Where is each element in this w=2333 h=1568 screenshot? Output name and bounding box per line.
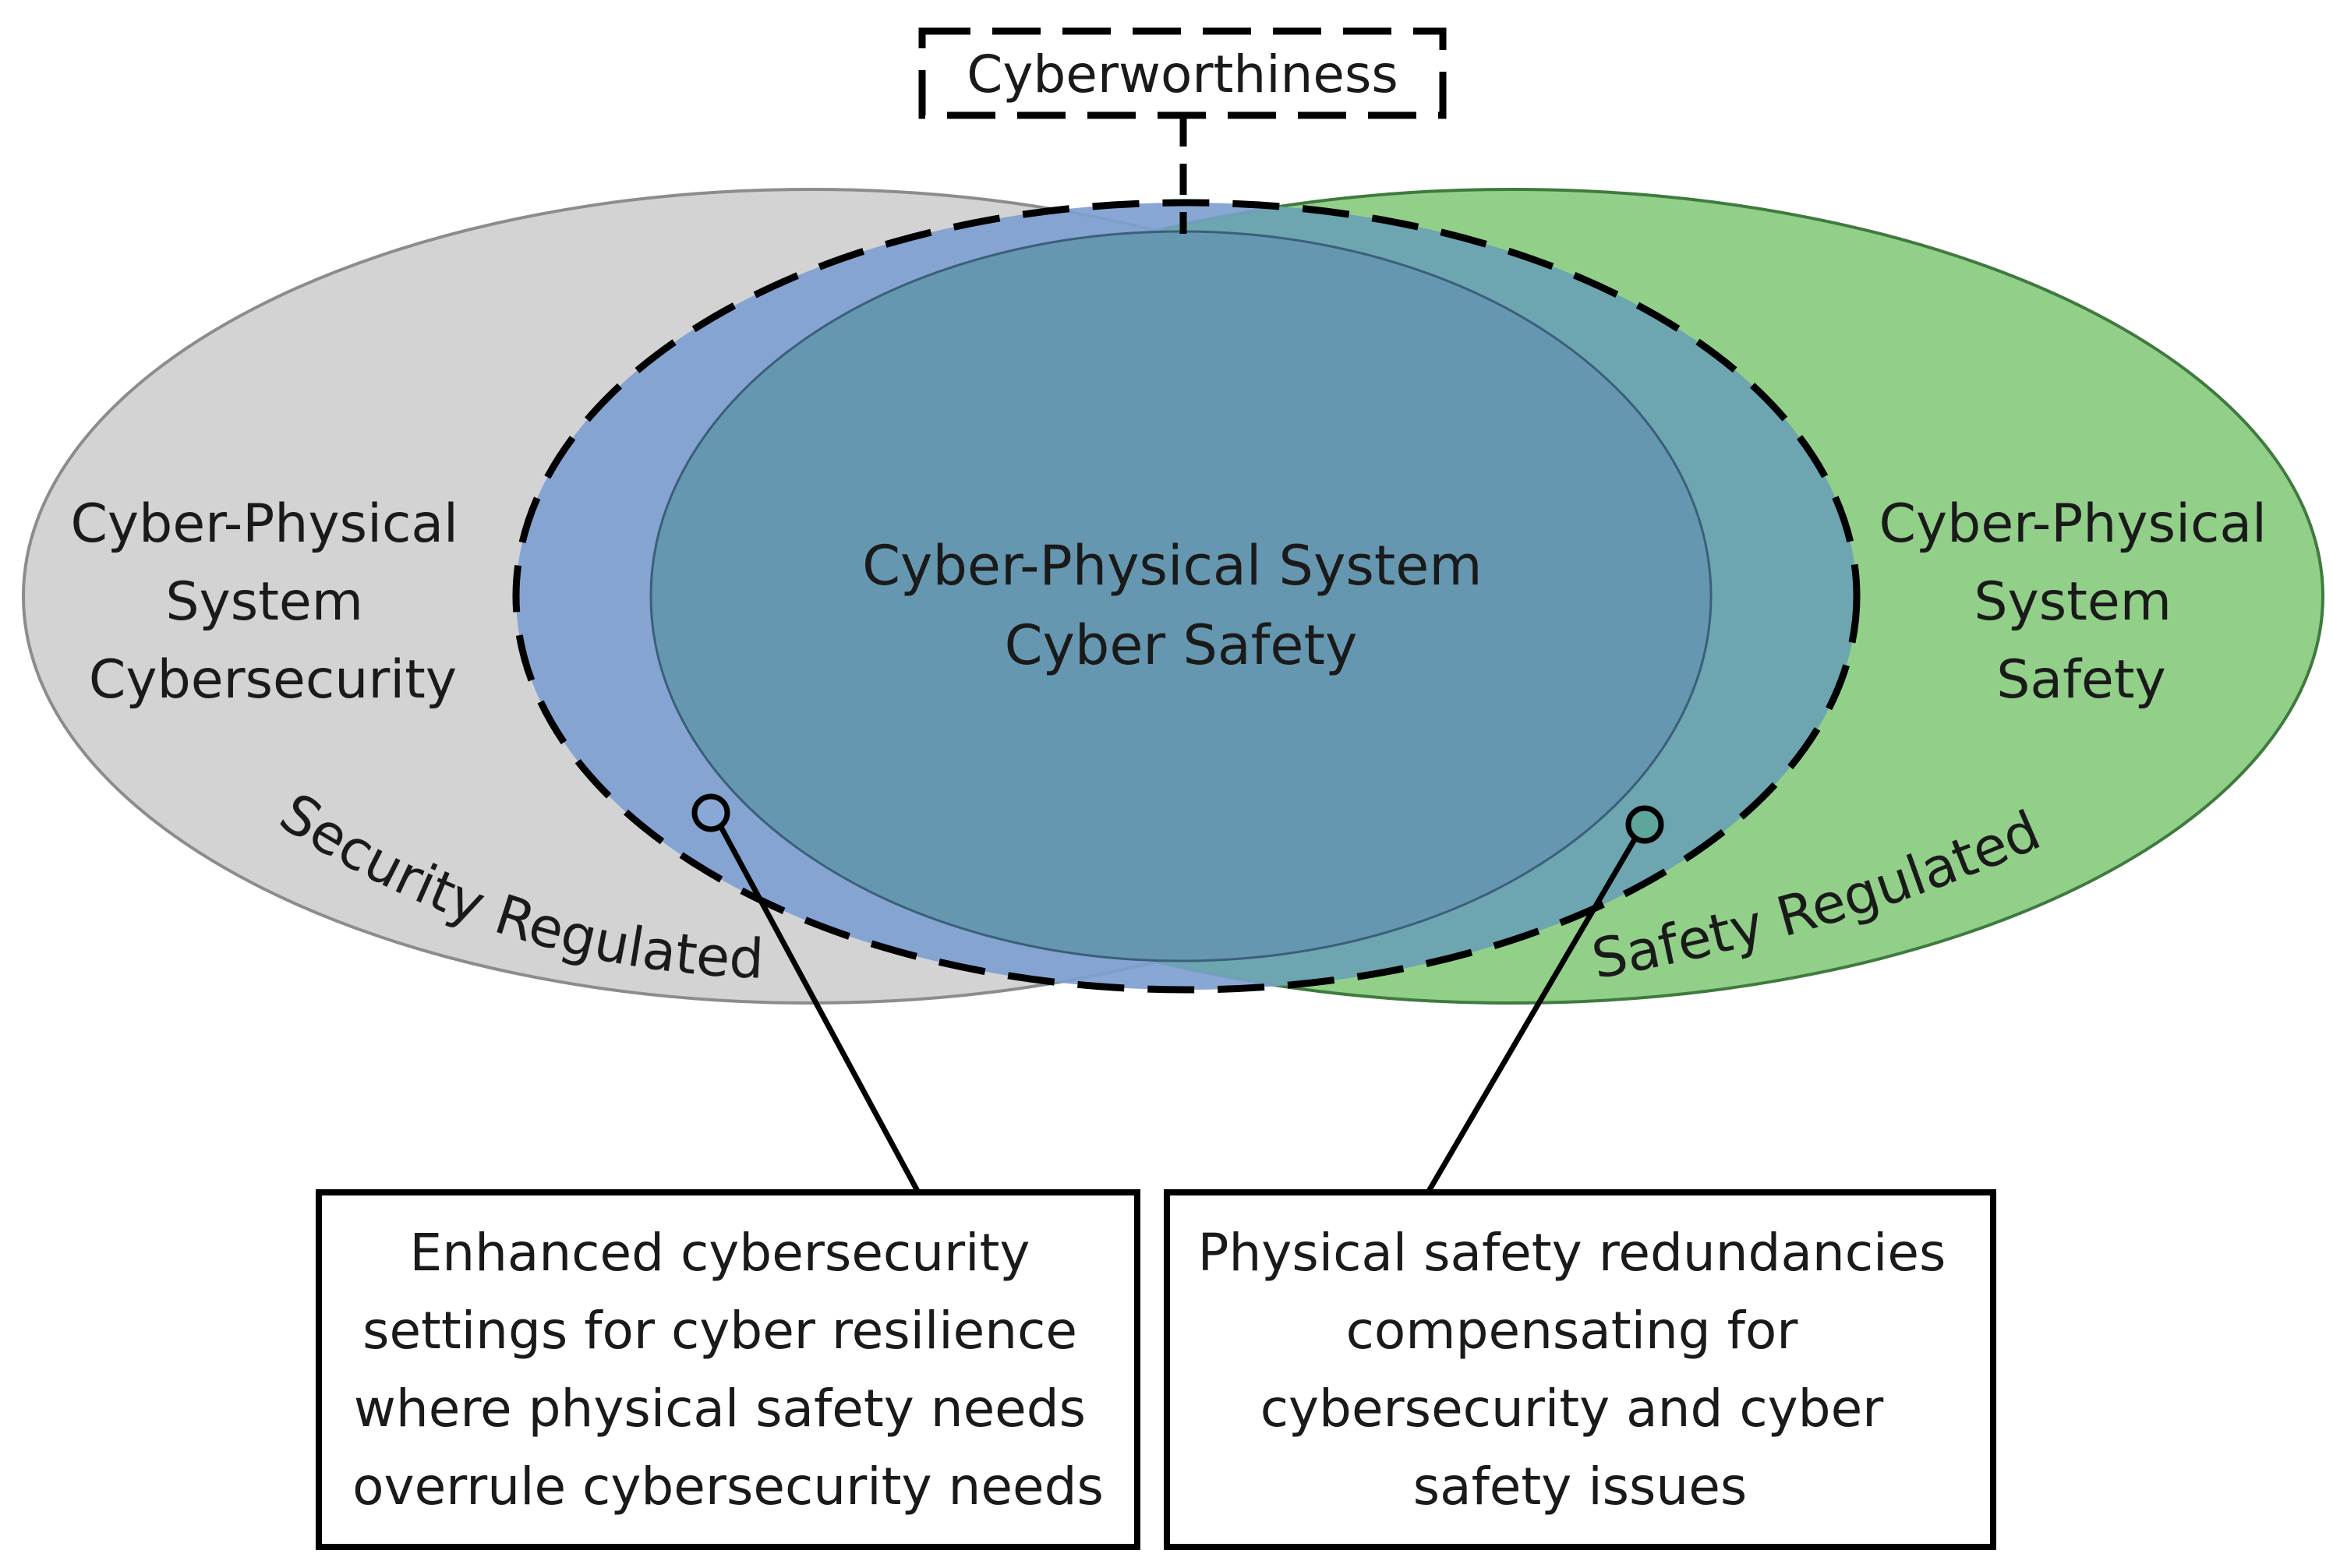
right-callout-line-4: safety issues: [1413, 1457, 1748, 1517]
safety-label-line-2: System: [1974, 571, 2172, 633]
left-callout-text: Enhanced cybersecurity settings for cybe…: [352, 1223, 1104, 1517]
right-callout-marker: [1625, 805, 1664, 844]
safety-label: Cyber-Physical System Safety: [1879, 493, 2283, 711]
left-callout-pointer: [714, 818, 921, 1194]
cybersecurity-label: Cyber-Physical System Cybersecurity: [70, 493, 475, 711]
cybersecurity-label-line-2: System: [165, 571, 363, 633]
left-callout-line-3: where physical safety needs: [354, 1379, 1086, 1439]
left-callout-line-2: settings for cyber resilience: [362, 1301, 1077, 1361]
left-callout-marker: [691, 793, 730, 832]
cybersecurity-label-line-3: Cybersecurity: [89, 649, 457, 711]
right-callout-line-2: compensating for: [1346, 1301, 1799, 1361]
left-callout-line-1: Enhanced cybersecurity: [410, 1223, 1030, 1283]
right-callout-pointer: [1425, 834, 1640, 1194]
right-callout-box: [1164, 1189, 1996, 1550]
right-callout-line-3: cybersecurity and cyber: [1260, 1379, 1884, 1439]
safety-label-line-3: Safety: [1996, 649, 2166, 711]
left-callout-line-4: overrule cybersecurity needs: [352, 1457, 1104, 1517]
left-callout-box: [316, 1189, 1140, 1550]
safety-label-line-1: Cyber-Physical: [1879, 493, 2266, 555]
right-callout-text: Physical safety redundancies compensatin…: [1198, 1223, 1963, 1517]
right-callout-line-1: Physical safety redundancies: [1198, 1223, 1946, 1283]
cyberworthiness-outline: [512, 199, 1861, 994]
cyberworthiness-title: Cyberworthiness: [967, 44, 1398, 104]
cybersecurity-label-line-1: Cyber-Physical: [70, 493, 458, 555]
cyber-safety-label-line-1: Cyber-Physical System: [862, 534, 1482, 598]
cyber-safety-label: Cyber-Physical System Cyber Safety: [862, 534, 1500, 677]
cyber-safety-label-line-2: Cyber Safety: [1005, 613, 1358, 677]
